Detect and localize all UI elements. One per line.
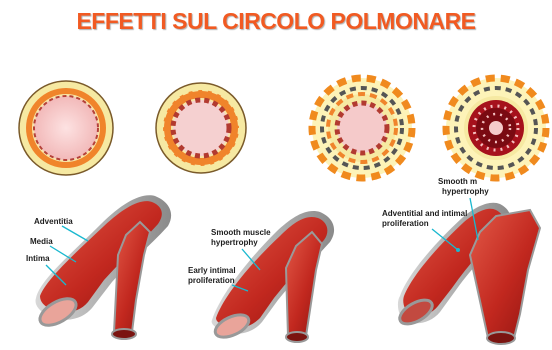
label-hypertrophy-3: hypertrophy [442,187,489,196]
cross-section-muscle-hypertrophy [156,83,246,173]
label-early-intimal: Early intimal [188,266,236,275]
label-smooth-muscle: Smooth muscle [211,228,271,237]
label-media: Media [30,237,53,246]
label-adventitial-intimal: Adventitial and intimal [382,209,467,218]
leader-dot [456,248,460,252]
cross-section-intimal-proliferation [312,78,412,178]
cross-section-normal [19,81,113,175]
label-adventitia: Adventitia [34,217,73,226]
label-proliferation: proliferation [188,276,235,285]
label-hypertrophy: hypertrophy [211,238,258,247]
cross-section-plexiform [446,78,546,178]
leader-line [62,226,88,241]
label-proliferation-3: proliferation [382,219,429,228]
label-smooth-m: Smooth m [438,177,477,186]
label-intima: Intima [26,254,50,263]
